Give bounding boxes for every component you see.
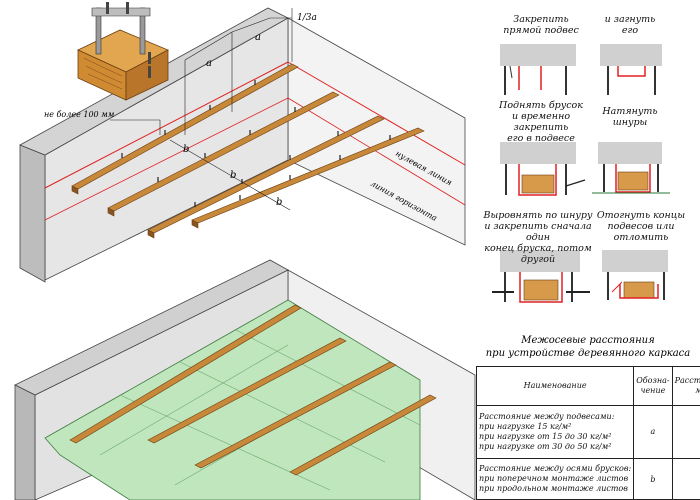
row-1-values: 850 750 600 xyxy=(671,404,700,460)
zero-line-right xyxy=(287,61,466,166)
table-row: Расстояние между осями брусков: при попе… xyxy=(475,458,700,500)
header-designation: Обозна-чение xyxy=(633,366,673,406)
bottom-beam-1 xyxy=(69,304,302,444)
step-1-figure xyxy=(500,44,576,95)
beam-2 xyxy=(107,91,340,217)
dimension-lines xyxy=(110,8,293,211)
bottom-beam-4 xyxy=(289,394,437,476)
beam-3 xyxy=(147,115,385,239)
dim-b-2: b xyxy=(230,170,236,181)
bottom-beam-3 xyxy=(194,361,397,469)
row-1-designation: a xyxy=(633,404,673,460)
step-6-figure xyxy=(602,250,668,300)
step-5-figure xyxy=(492,250,590,303)
horizon-line-left xyxy=(44,97,289,221)
dim-a-2: a xyxy=(255,32,261,43)
beam-4 xyxy=(191,127,425,229)
dim-third-a: 1/3a xyxy=(297,13,317,23)
row-2-values: 500 400 xyxy=(671,458,700,500)
top-room: 1/3a a a не более 100 мм b b b нулевая л… xyxy=(19,7,466,283)
table-header-row: Наименование Обозна-чение Расстояние,мм xyxy=(475,366,700,406)
table-row: Расстояние между подвесами: при нагрузке… xyxy=(475,404,700,460)
step-3-figure xyxy=(500,142,586,196)
wall-section xyxy=(19,144,46,283)
beam-detail-inset xyxy=(77,2,169,101)
dim-a-1: a xyxy=(206,58,212,69)
row-1-name: Расстояние между подвесами: при нагрузке… xyxy=(475,404,635,460)
step-2-figure xyxy=(600,44,662,95)
step-4-figure xyxy=(592,142,670,194)
bottom-wall-section xyxy=(14,384,36,500)
zero-line-left xyxy=(44,61,289,189)
step-diagrams xyxy=(492,44,670,303)
row-2-name: Расстояние между осями брусков: при попе… xyxy=(475,458,635,500)
dim-max-offset: не более 100 мм xyxy=(44,110,115,119)
dim-b-3: b xyxy=(276,197,282,208)
horizon-line-right xyxy=(287,97,466,206)
back-wall xyxy=(287,17,466,246)
spacing-table: Наименование Обозна-чение Расстояние,мм … xyxy=(475,366,700,500)
dim-b-1: b xyxy=(183,144,189,155)
bottom-room xyxy=(14,259,476,500)
table-title: Межосевые расстояния при устройстве дере… xyxy=(485,335,691,359)
hangers xyxy=(121,80,391,207)
bottom-beam-2 xyxy=(147,337,347,444)
row-2-designation: b xyxy=(633,458,673,500)
header-distance: Расстояние,мм xyxy=(671,366,700,406)
header-name: Наименование xyxy=(475,366,635,406)
